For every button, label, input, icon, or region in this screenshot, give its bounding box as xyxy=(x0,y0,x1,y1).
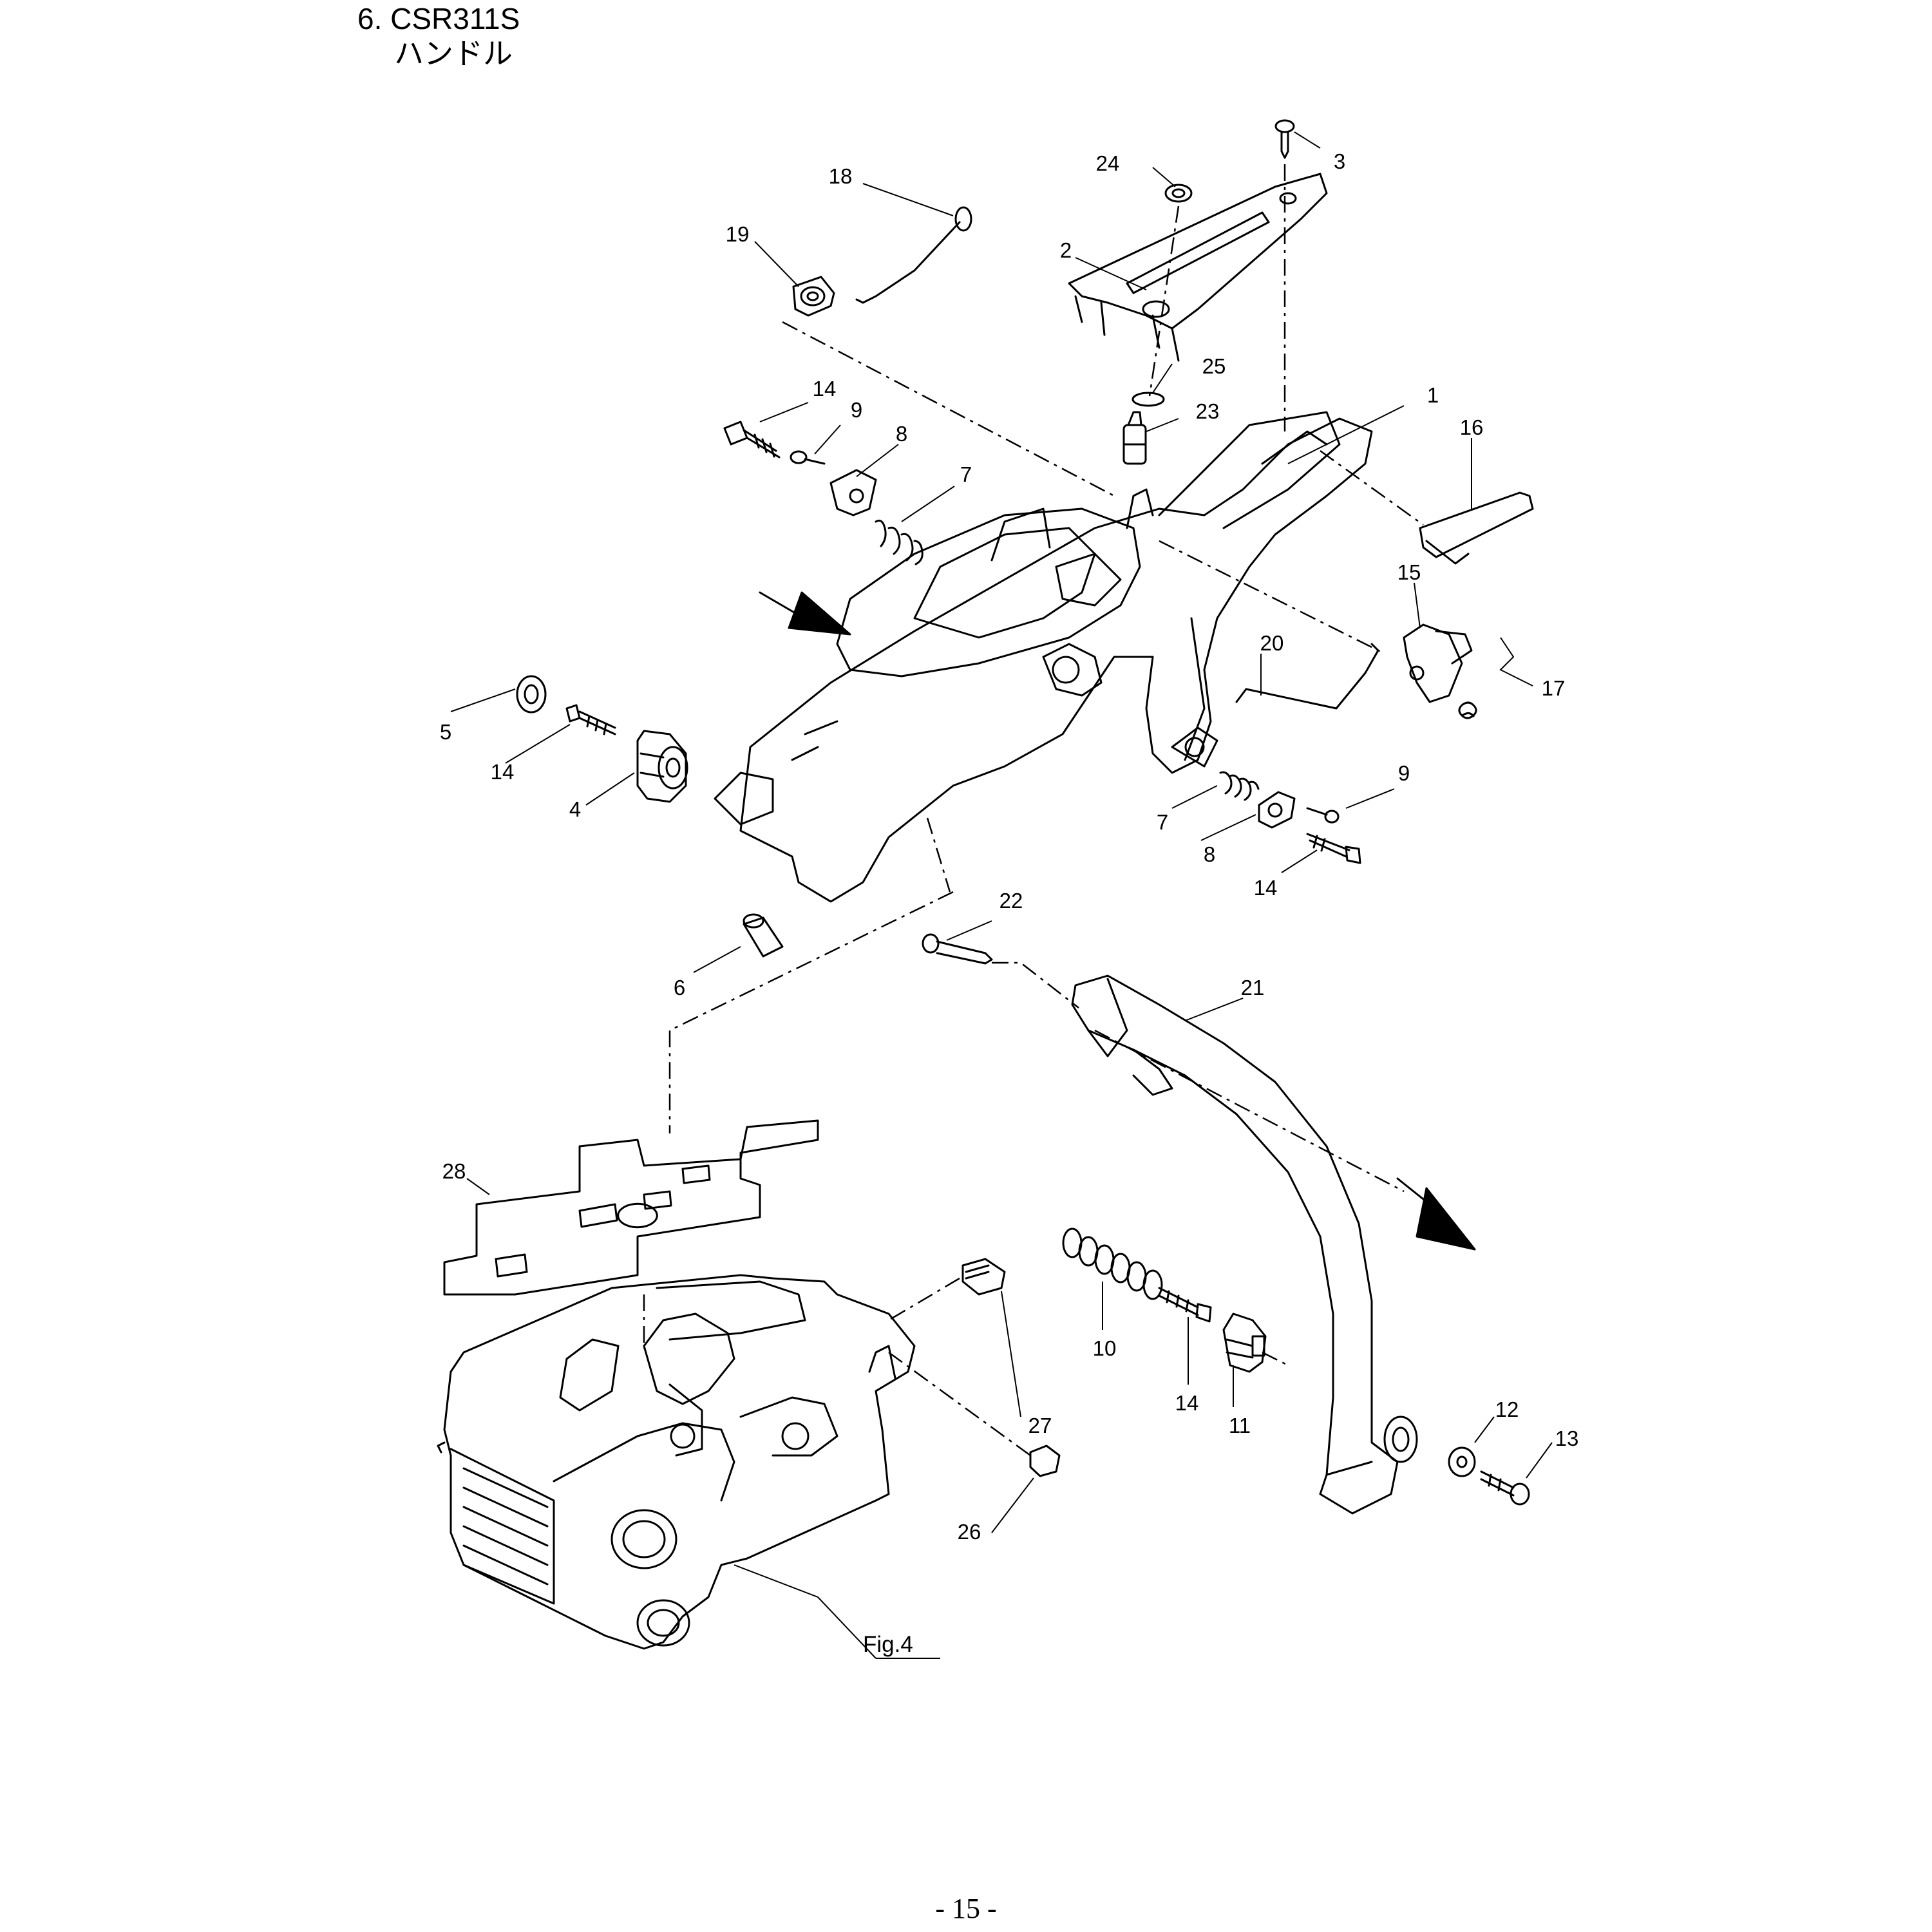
rear-handle-housing xyxy=(714,411,1373,903)
callout-9b: 9 xyxy=(1398,761,1410,785)
callout-10: 10 xyxy=(1093,1336,1117,1360)
plate-8-upper xyxy=(829,469,877,516)
callout-14a: 14 xyxy=(813,377,837,401)
callout-23: 23 xyxy=(1196,399,1220,423)
callout-8a: 8 xyxy=(896,422,907,446)
callout-17: 17 xyxy=(1542,676,1566,700)
top-cover xyxy=(1068,173,1328,362)
callout-20: 20 xyxy=(1260,631,1284,655)
callout-4: 4 xyxy=(569,797,581,821)
screw-22 xyxy=(922,933,993,965)
bolt-14-front xyxy=(1158,1287,1212,1323)
bolt-14-upper xyxy=(723,421,781,459)
callout-26: 26 xyxy=(958,1520,981,1544)
callout-5: 5 xyxy=(440,720,451,744)
callout-25: 25 xyxy=(1202,354,1226,378)
callout-2: 2 xyxy=(1060,238,1072,262)
callout-11: 11 xyxy=(1229,1414,1251,1437)
washer-25 xyxy=(1132,392,1165,407)
page-number: - 15 - xyxy=(935,1893,997,1924)
fig-reference-label: Fig.4 xyxy=(863,1632,913,1657)
crankcase-assembly xyxy=(437,1274,916,1650)
callout-27: 27 xyxy=(1028,1414,1052,1437)
callout-14b: 14 xyxy=(491,760,515,784)
callout-3: 3 xyxy=(1334,149,1345,173)
callout-21: 21 xyxy=(1241,976,1265,999)
throttle-rod-20 xyxy=(1235,643,1379,710)
screw-13 xyxy=(1480,1470,1530,1506)
washer-12 xyxy=(1448,1446,1476,1477)
page-title: 6. CSR311S xyxy=(357,2,520,35)
callout-6: 6 xyxy=(674,976,685,999)
callout-14d: 14 xyxy=(1175,1391,1199,1415)
callout-16: 16 xyxy=(1460,415,1484,439)
callout-7a: 7 xyxy=(960,462,972,486)
spring-7-lower xyxy=(1219,771,1260,801)
callout-12: 12 xyxy=(1495,1397,1519,1421)
plate-8-lower xyxy=(1258,791,1296,829)
direction-arrows xyxy=(759,591,1476,1251)
callout-labels: 1 2 3 4 5 6 7 7 8 8 9 9 10 11 12 13 14 1… xyxy=(440,149,1579,1657)
damper-11 xyxy=(1222,1312,1267,1373)
spring-10 xyxy=(1062,1227,1163,1300)
cover-16 xyxy=(1419,491,1534,565)
screw-9-lower xyxy=(1306,807,1340,824)
screw-3 xyxy=(1274,119,1295,159)
callout-19: 19 xyxy=(726,222,750,246)
sleeve-6 xyxy=(743,913,784,958)
leader-lines xyxy=(450,131,1553,1659)
callout-15: 15 xyxy=(1397,560,1421,584)
bolt-14-left xyxy=(565,704,616,735)
callout-9a: 9 xyxy=(851,398,862,422)
nut-24 xyxy=(1164,184,1193,203)
choke-rod-18 xyxy=(855,206,972,304)
callout-1: 1 xyxy=(1427,383,1439,407)
callout-18: 18 xyxy=(829,164,853,188)
callout-7b: 7 xyxy=(1157,810,1168,834)
callout-24: 24 xyxy=(1096,151,1120,175)
throttle-trigger-15 xyxy=(1403,623,1473,703)
assembly-lines xyxy=(643,164,1424,1457)
rubber-block-26 xyxy=(1029,1444,1061,1477)
spring-17 xyxy=(1458,701,1477,719)
switch-23 xyxy=(1122,411,1147,465)
front-handle-21 xyxy=(1071,974,1418,1515)
grommet-19 xyxy=(792,276,835,317)
damper-4 xyxy=(636,730,688,803)
callout-14c: 14 xyxy=(1254,876,1278,900)
rubber-block-27 xyxy=(961,1258,1006,1296)
page-subtitle: ハンドル xyxy=(394,36,513,71)
gasket-28 xyxy=(443,1119,819,1296)
callout-22: 22 xyxy=(999,889,1023,913)
callout-13: 13 xyxy=(1555,1426,1579,1450)
screw-9-upper xyxy=(790,450,826,465)
bolt-14-lower xyxy=(1306,833,1361,864)
spring-7-upper xyxy=(875,519,923,565)
callout-8b: 8 xyxy=(1204,842,1215,866)
washer-5 xyxy=(516,675,547,714)
callout-28: 28 xyxy=(442,1159,466,1183)
